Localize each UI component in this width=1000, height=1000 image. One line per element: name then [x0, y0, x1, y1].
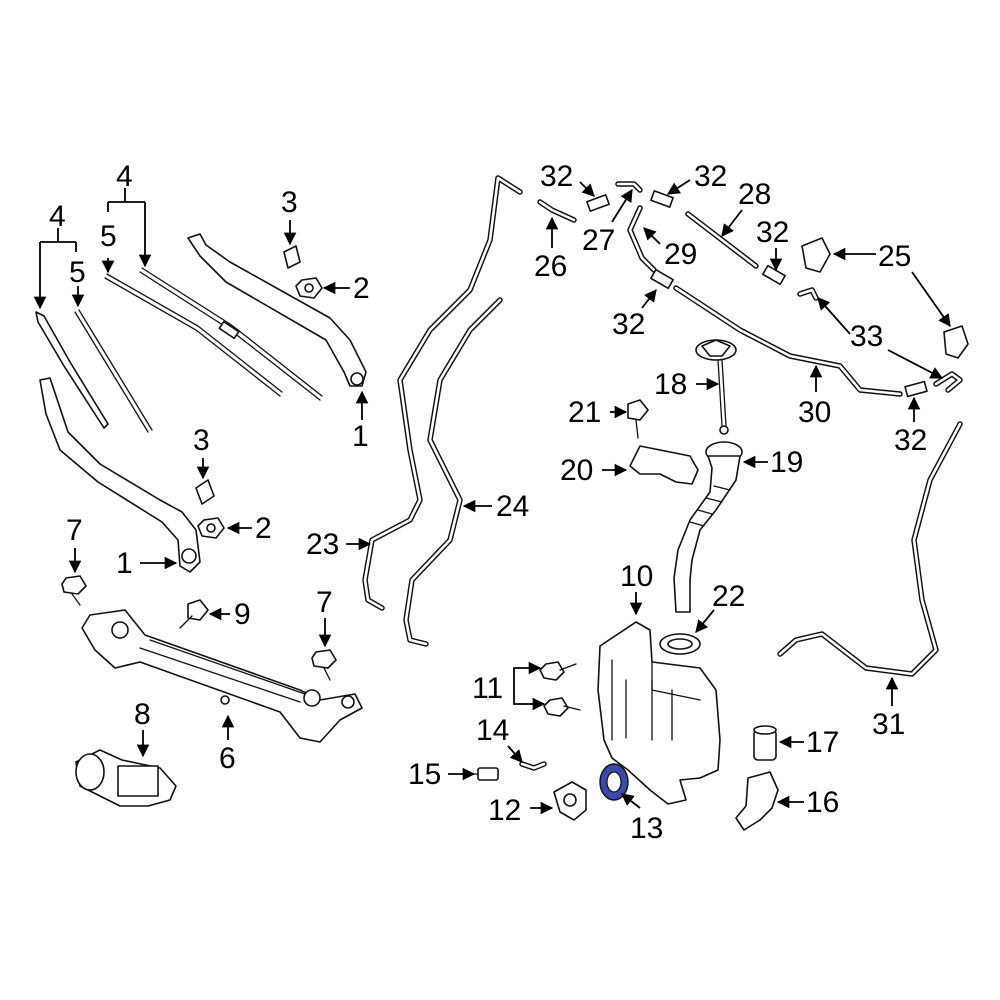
bolt-7-right[interactable]	[311, 649, 337, 681]
callout-7-left: 7	[66, 514, 83, 547]
callout-22: 22	[712, 580, 745, 613]
callout-26: 26	[534, 250, 567, 283]
callout-31: 31	[872, 708, 905, 741]
callout-13: 13	[630, 812, 663, 845]
washer-reservoir-10[interactable]	[597, 621, 721, 805]
wiper-blade-upper-refill[interactable]	[104, 273, 283, 397]
callout-11: 11	[472, 672, 503, 705]
callout-17: 17	[806, 726, 839, 759]
wiper-arm-lower[interactable]	[39, 377, 201, 573]
level-sensor-16[interactable]	[735, 771, 779, 831]
callout-16: 16	[806, 786, 839, 819]
filler-cap-dipstick-18[interactable]	[695, 339, 737, 435]
hose-26[interactable]	[537, 199, 577, 223]
wiper-motor[interactable]	[75, 749, 177, 807]
wiper-blade-upper[interactable]	[139, 267, 323, 401]
washer-pump-12[interactable]	[553, 781, 587, 821]
connector-32-d[interactable]	[650, 268, 674, 290]
callout-20: 20	[560, 454, 593, 487]
wiper-linkage[interactable]	[81, 609, 363, 743]
callout-29: 29	[664, 238, 697, 271]
callout-4-upper: 4	[116, 160, 133, 193]
callout-4-lower: 4	[49, 200, 66, 233]
connector-15[interactable]	[469, 767, 499, 781]
connector-32-c[interactable]	[762, 264, 786, 286]
callout-30: 30	[798, 396, 831, 429]
connector-32-b[interactable]	[650, 190, 674, 208]
level-sensor-cap-17[interactable]	[753, 725, 777, 761]
connector-32-a[interactable]	[586, 194, 610, 212]
bolt-11-lower[interactable]	[543, 697, 581, 717]
washer-hose-24[interactable]	[403, 297, 503, 647]
callout-32-d: 32	[612, 308, 645, 341]
callout-15: 15	[408, 758, 441, 791]
connector-14[interactable]	[519, 761, 547, 771]
bracket-20[interactable]	[629, 445, 699, 485]
wiper-arm-upper[interactable]	[187, 233, 367, 387]
hose-31[interactable]	[777, 421, 963, 677]
callout-27: 27	[582, 224, 615, 257]
callout-7-right: 7	[316, 586, 333, 619]
callout-5-upper: 5	[100, 220, 117, 253]
grommet-22[interactable]	[659, 633, 701, 655]
callout-5-lower: 5	[69, 256, 86, 289]
callout-14: 14	[476, 714, 509, 747]
pivot-nut-lower[interactable]	[197, 517, 225, 539]
callout-12: 12	[488, 794, 521, 827]
callout-23: 23	[306, 528, 339, 561]
washer-hose-23[interactable]	[362, 175, 523, 611]
callout-32-a: 32	[540, 160, 573, 193]
callout-25: 25	[878, 240, 911, 273]
hose-28[interactable]	[685, 211, 759, 269]
callout-10: 10	[620, 560, 653, 593]
callout-3-upper: 3	[281, 186, 298, 219]
callout-2-upper: 2	[353, 272, 370, 305]
washer-nozzle-25-a[interactable]	[801, 237, 831, 273]
filler-neck-19[interactable]	[673, 441, 743, 613]
callout-9: 9	[234, 598, 251, 631]
callout-21: 21	[568, 396, 601, 429]
callout-3-lower: 3	[193, 424, 210, 457]
pivot-cap-lower[interactable]	[195, 479, 215, 505]
callout-32-e: 32	[894, 424, 927, 457]
callout-33: 33	[850, 320, 883, 353]
callout-8: 8	[134, 698, 151, 731]
callout-18: 18	[654, 368, 687, 401]
bolt-9[interactable]	[179, 599, 209, 629]
callout-1-lower: 1	[116, 547, 133, 580]
pump-grommet-13[interactable]	[599, 763, 629, 801]
callout-28: 28	[738, 178, 771, 211]
hose-30[interactable]	[673, 285, 963, 397]
callout-2-lower: 2	[255, 512, 272, 545]
bolt-21[interactable]	[627, 399, 649, 439]
elbow-33[interactable]	[797, 287, 819, 301]
wiper-blade-lower-refill[interactable]	[74, 309, 153, 433]
wiper-blade-lower[interactable]	[35, 311, 109, 429]
callout-24: 24	[496, 490, 529, 523]
pivot-nut-upper[interactable]	[295, 277, 323, 299]
hose-29[interactable]	[627, 205, 657, 273]
washer-nozzle-25-b[interactable]	[943, 325, 969, 359]
leader-lines	[40, 179, 951, 815]
pivot-cap-upper[interactable]	[283, 245, 301, 269]
callout-6: 6	[219, 742, 236, 775]
callout-32-b: 32	[694, 160, 727, 193]
connector-32-e[interactable]	[904, 380, 928, 398]
callout-19: 19	[770, 446, 803, 479]
elbow-27[interactable]	[615, 181, 643, 193]
bolt-7-left[interactable]	[61, 575, 87, 606]
callout-1-upper: 1	[352, 420, 369, 453]
callout-labels: 1 1 2 2 3 3 4 4 5 5 6 7 7 8 9 10 11 12 1…	[49, 160, 927, 845]
callout-32-c: 32	[756, 216, 789, 249]
bolt-11-upper[interactable]	[539, 661, 577, 681]
